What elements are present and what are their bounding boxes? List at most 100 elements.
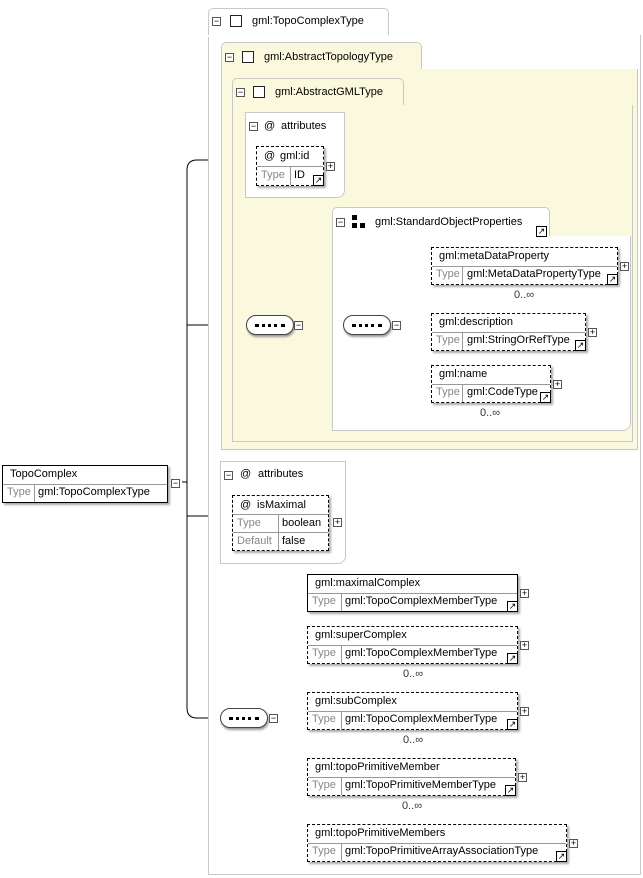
expand-icon[interactable]: +	[520, 640, 529, 650]
collapse-icon[interactable]: −	[225, 52, 234, 62]
element-type: gml:TopoPrimitiveArrayAssociationType	[345, 845, 539, 857]
sequence-compositor	[246, 315, 294, 335]
link-icon[interactable]: ↗	[536, 226, 547, 237]
element-maximal-complex: gml:maximalComplex Type gml:TopoComplexM…	[307, 574, 518, 612]
attributes-label: attributes	[281, 120, 327, 132]
link-icon[interactable]: ↗	[607, 274, 618, 285]
link-icon[interactable]: ↗	[556, 851, 567, 862]
expand-icon[interactable]: +	[569, 838, 578, 848]
element-name: gml:maximalComplex	[315, 577, 421, 589]
cardinality-label: 0..∞	[403, 734, 424, 746]
link-icon[interactable]: ↗	[505, 785, 516, 796]
expand-icon[interactable]: +	[588, 327, 597, 337]
expand-icon[interactable]: +	[518, 772, 527, 782]
type-key: Type	[436, 386, 460, 398]
attribute-symbol: @	[264, 120, 276, 132]
element-type: gml:TopoPrimitiveMemberType	[345, 779, 496, 791]
collapse-icon[interactable]: −	[392, 320, 401, 330]
abstract-topology-type-tab	[221, 42, 422, 70]
element-type: gml:StringOrRefType	[467, 334, 570, 346]
standard-object-properties-tab	[332, 207, 550, 237]
element-name-item: gml:name Type gml:CodeType ↗	[431, 365, 551, 403]
type-key: Type	[312, 845, 336, 857]
is-maximal-name: isMaximal	[257, 499, 306, 511]
type-key: Type	[312, 647, 336, 659]
collapse-icon[interactable]: −	[269, 713, 278, 723]
complex-type-icon	[242, 51, 254, 63]
standard-object-properties-title: gml:StandardObjectProperties	[375, 216, 523, 228]
element-meta-data-property: gml:metaDataProperty Type gml:MetaDataPr…	[431, 247, 618, 285]
collapse-icon[interactable]: −	[294, 320, 303, 330]
element-topo-primitive-members: gml:topoPrimitiveMembers Type gml:TopoPr…	[307, 824, 567, 862]
complex-type-icon	[253, 86, 265, 98]
link-icon[interactable]: ↗	[507, 653, 518, 664]
cardinality-label: 0..∞	[403, 668, 424, 680]
expand-icon[interactable]: +	[333, 517, 342, 527]
is-maximal-attribute: @ isMaximal Type Default boolean false	[232, 495, 329, 551]
link-icon[interactable]: ↗	[575, 340, 586, 351]
topo-complex-type-title: gml:TopoComplexType	[252, 15, 364, 27]
sequence-compositor	[343, 315, 391, 335]
abstract-gml-type-title: gml:AbstractGMLType	[275, 86, 383, 98]
is-maximal-default: false	[282, 535, 306, 547]
link-icon[interactable]: ↗	[313, 175, 324, 186]
attribute-symbol: @	[264, 150, 276, 162]
cardinality-label: 0..∞	[402, 800, 423, 812]
element-type: gml:MetaDataPropertyType	[467, 268, 601, 280]
collapse-icon[interactable]: −	[249, 121, 258, 131]
attribute-symbol: @	[240, 499, 252, 511]
element-name: gml:description	[439, 316, 513, 328]
type-key: Type	[312, 713, 336, 725]
element-name: TopoComplex	[10, 468, 78, 480]
element-name: gml:topoPrimitiveMember	[315, 761, 440, 773]
element-type: gml:CodeType	[467, 386, 538, 398]
element-name: gml:subComplex	[315, 695, 397, 707]
element-sub-complex: gml:subComplex Type gml:TopoComplexMembe…	[307, 692, 518, 730]
group-icon	[352, 215, 366, 229]
cardinality-label: 0..∞	[480, 407, 501, 419]
element-name: gml:metaDataProperty	[439, 250, 550, 262]
link-icon[interactable]: ↗	[540, 392, 551, 403]
collapse-icon[interactable]: −	[236, 87, 245, 97]
expand-icon[interactable]: +	[326, 161, 335, 171]
attribute-symbol: @	[240, 468, 252, 480]
abstract-topology-type-title: gml:AbstractTopologyType	[264, 51, 394, 63]
default-key: Default	[237, 535, 272, 547]
collapse-icon[interactable]: −	[212, 16, 221, 26]
is-maximal-type: boolean	[282, 517, 322, 529]
element-type: gml:TopoComplexType	[38, 486, 150, 498]
expand-icon[interactable]: +	[620, 261, 629, 271]
type-key: Type	[7, 486, 31, 498]
element-type: gml:TopoComplexMemberType	[345, 647, 498, 659]
link-icon[interactable]: ↗	[507, 601, 518, 612]
element-super-complex: gml:superComplex Type gml:TopoComplexMem…	[307, 626, 518, 664]
expand-icon[interactable]: +	[520, 706, 529, 716]
sequence-compositor	[220, 708, 268, 728]
id-attribute: @ gml:id Type ID ↗	[256, 146, 324, 186]
element-name: gml:superComplex	[315, 629, 407, 641]
element-name: gml:name	[439, 368, 488, 380]
collapse-icon[interactable]: −	[171, 478, 180, 488]
type-key: Type	[237, 517, 261, 529]
type-key: Type	[436, 268, 460, 280]
attributes-label: attributes	[258, 468, 304, 480]
type-key: Type	[261, 169, 285, 181]
expand-icon[interactable]: +	[520, 588, 529, 598]
link-icon[interactable]: ↗	[507, 719, 518, 730]
type-key: Type	[312, 779, 336, 791]
id-attribute-type: ID	[294, 169, 305, 181]
root-element-topo-complex: TopoComplex Type gml:TopoComplexType	[2, 465, 168, 503]
collapse-icon[interactable]: −	[336, 217, 345, 227]
element-type: gml:TopoComplexMemberType	[345, 713, 498, 725]
complex-type-icon	[230, 15, 242, 27]
expand-icon[interactable]: +	[553, 379, 562, 389]
element-description: gml:description Type gml:StringOrRefType…	[431, 313, 586, 351]
collapse-icon[interactable]: −	[224, 470, 233, 480]
type-key: Type	[436, 334, 460, 346]
cardinality-label: 0..∞	[514, 289, 535, 301]
id-attribute-name: gml:id	[280, 150, 310, 162]
element-name: gml:topoPrimitiveMembers	[315, 827, 446, 839]
type-key: Type	[312, 595, 336, 607]
element-type: gml:TopoComplexMemberType	[345, 595, 498, 607]
element-topo-primitive-member: gml:topoPrimitiveMember Type gml:TopoPri…	[307, 758, 516, 796]
